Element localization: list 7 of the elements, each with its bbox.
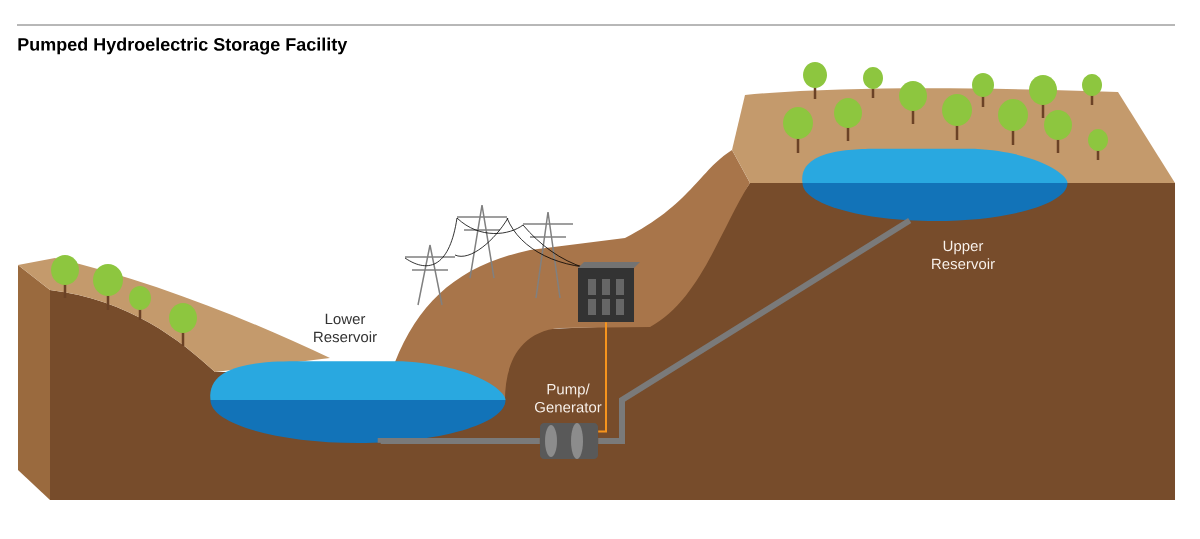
pipe: [598, 217, 912, 444]
reservoir-label: Upper Reservoir: [932, 240, 995, 270]
title: Pumped Hydroelectric Storage Facility: [18, 37, 348, 55]
powerhouse: [578, 262, 640, 322]
reservoir-label: Lower Reservoir: [314, 313, 377, 343]
component-label: Pump/ Generator: [535, 383, 602, 413]
cable: [597, 321, 607, 433]
